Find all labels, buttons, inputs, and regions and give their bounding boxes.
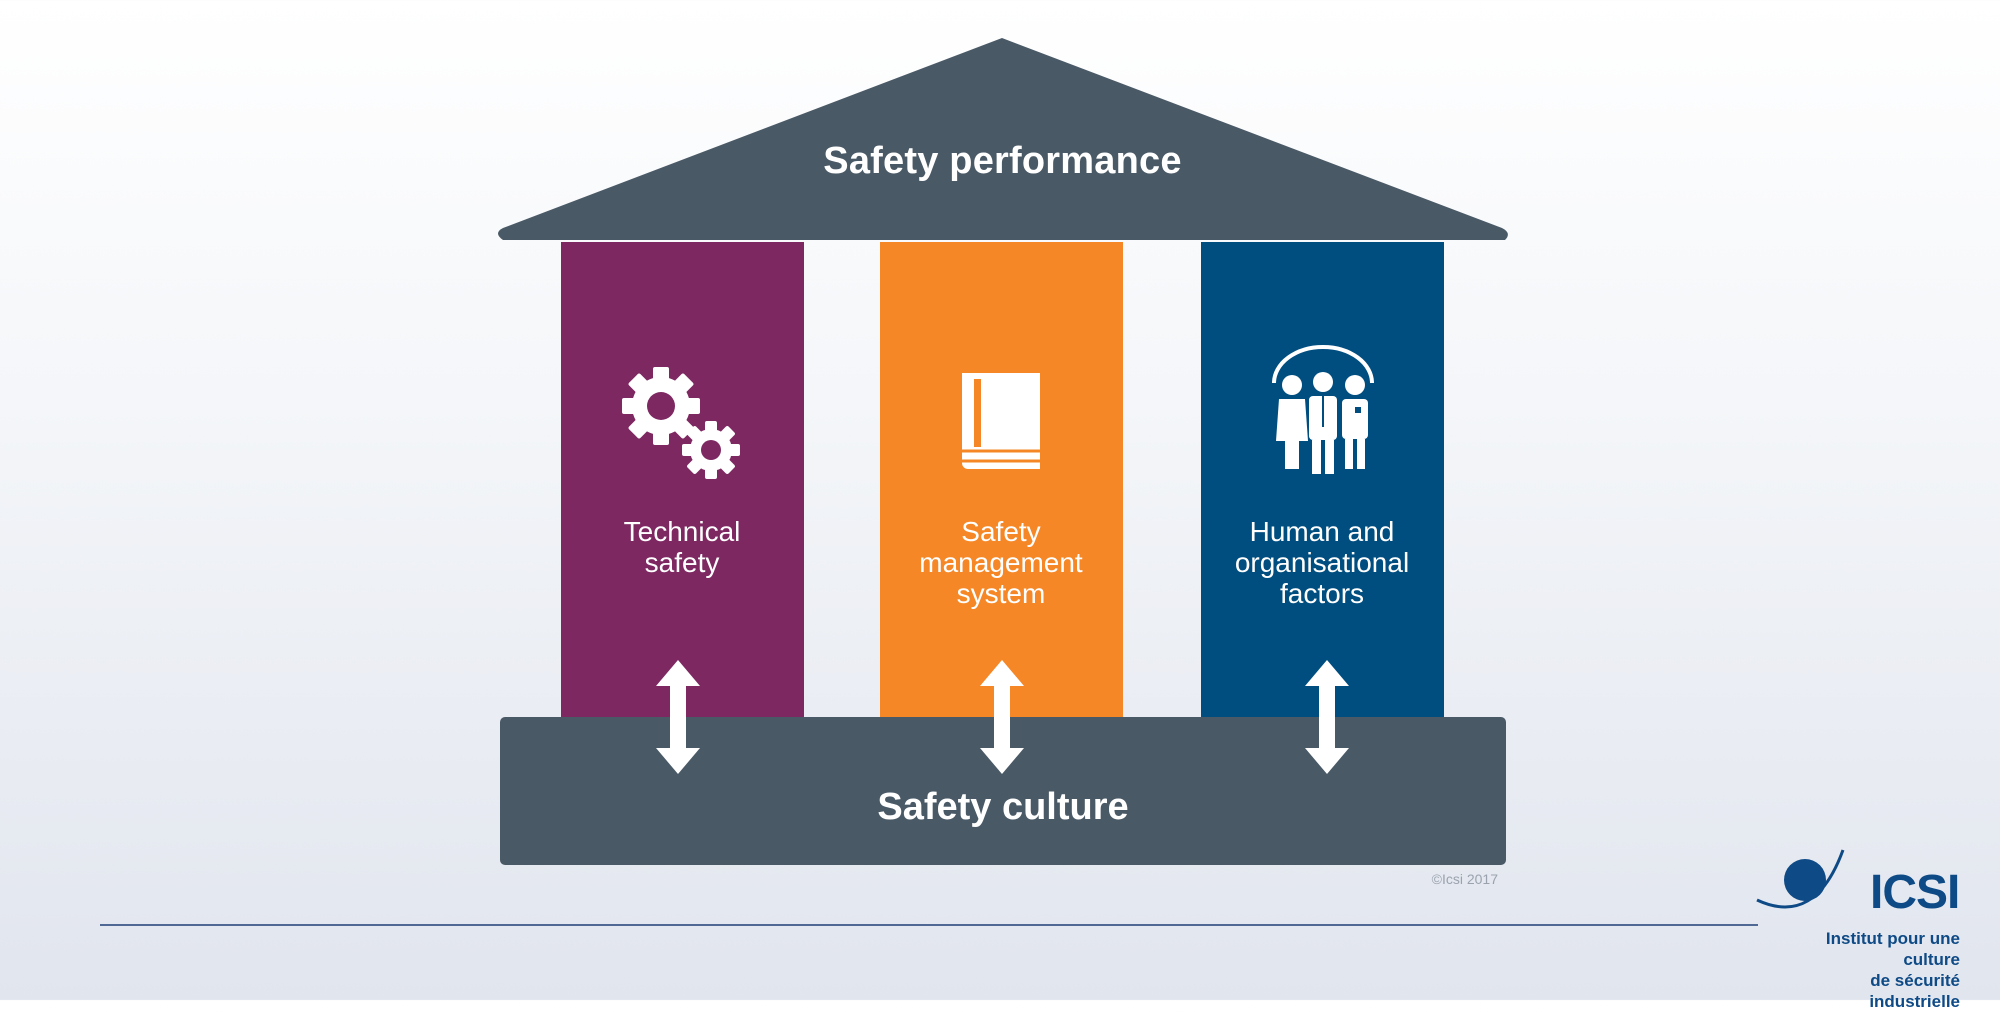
gears-icon: [622, 367, 740, 479]
double-arrow-icon: [1305, 660, 1349, 774]
icsi-logo-icon: [1756, 849, 1845, 909]
pillar-technical-safety: Technical safety: [561, 242, 804, 718]
roof: [498, 38, 1508, 240]
roof-title: Safety performance: [823, 140, 1182, 182]
double-arrow-icon: [980, 660, 1024, 774]
logo-tagline-line2: de sécurité industrielle: [1869, 971, 1960, 1011]
logo-name: ICSI: [1870, 866, 1960, 919]
pillar-label-technical-safety: Technical safety: [623, 516, 741, 578]
pillar-label-human-organisational-factors: Human and organisational factors: [1234, 516, 1410, 609]
copyright: ©Icsi 2017: [1431, 871, 1498, 887]
pillar-safety-management-system: Safety management system: [880, 242, 1123, 718]
foundation-title: Safety culture: [877, 786, 1129, 828]
logo-tagline-line1: Institut pour une culture: [1825, 929, 1960, 969]
pillar-label-safety-management-system: Safety management system: [919, 516, 1083, 609]
double-arrow-icon: [656, 660, 700, 774]
book-icon: [962, 373, 1040, 469]
logo-tagline: Institut pour une culture de sécurité in…: [1785, 928, 1960, 1012]
pillar-human-organisational-factors: Human and organisational factors: [1201, 242, 1444, 718]
divider: [100, 924, 1758, 926]
people-icon: [1272, 345, 1374, 474]
